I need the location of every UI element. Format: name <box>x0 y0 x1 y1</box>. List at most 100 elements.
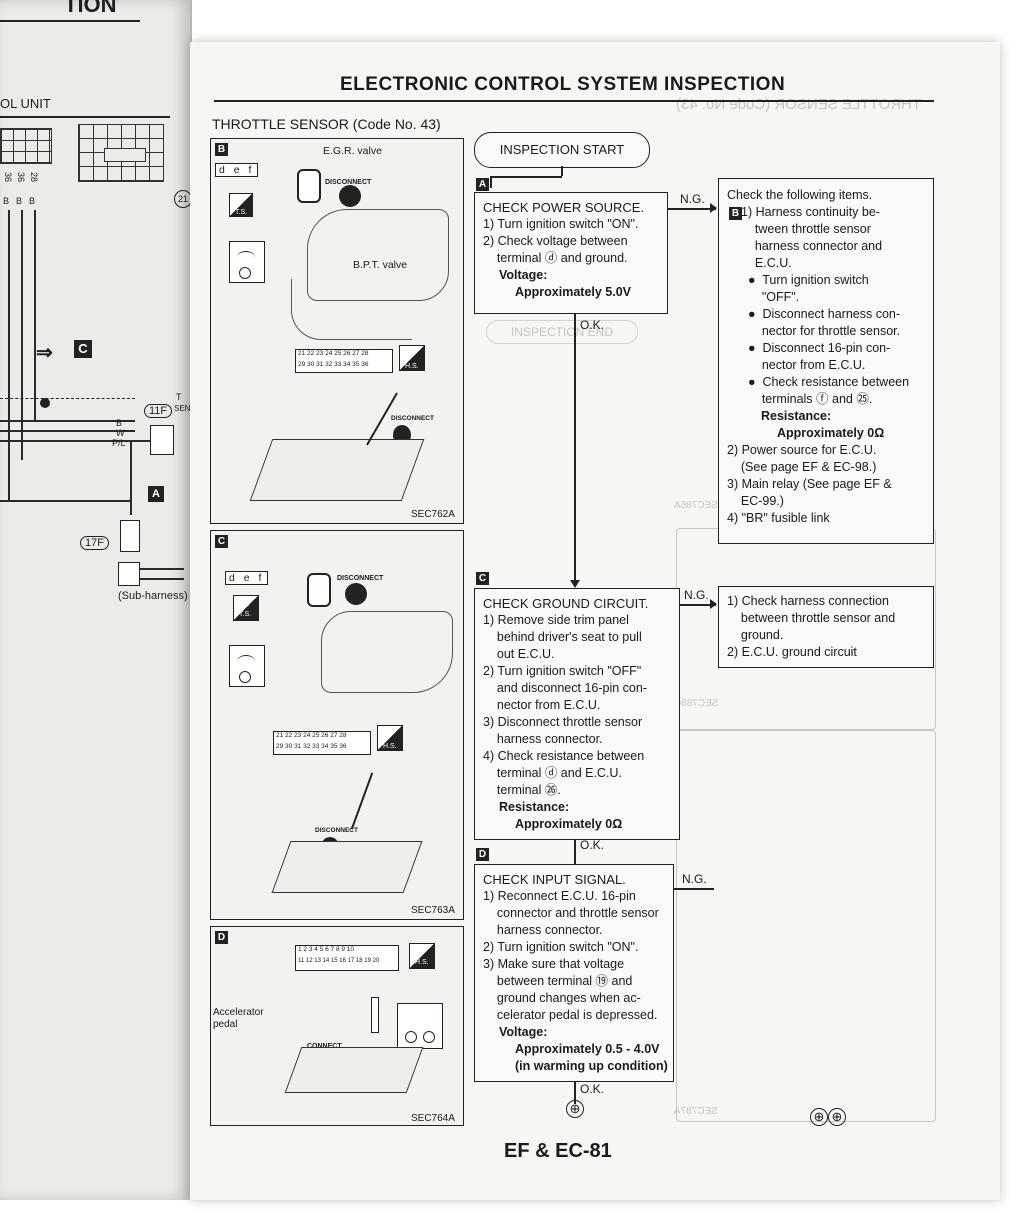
ts-label: T.S. <box>235 209 248 216</box>
step-d-box: CHECK INPUT SIGNAL. 1) Reconnect E.C.U. … <box>474 864 674 1082</box>
wire <box>140 578 184 580</box>
connector-icon <box>339 185 361 207</box>
ok-label: O.K. <box>580 318 605 332</box>
hs-icon <box>409 943 435 969</box>
terminal-labels: d e f <box>215 163 259 177</box>
wire-color-label: B <box>3 196 10 206</box>
wire <box>34 210 36 420</box>
step-d-value-note: (in warming up condition) <box>515 1059 668 1073</box>
hs-label: H.S. <box>415 959 429 966</box>
hs-label: H.S. <box>383 743 397 750</box>
terminal-symbol: ⊕ <box>828 1108 846 1126</box>
connector-17f <box>120 520 140 552</box>
bleed-through-header: THROTTLE SENSOR (Code No. 43) <box>676 96 922 113</box>
figure-panel-b: B E.G.R. valve d e f DISCONNECT T.S. B.P… <box>210 138 464 524</box>
figure-panel-d: D 1 2 3 4 5 6 7 8 9 10 11 12 13 14 15 16… <box>210 926 464 1126</box>
left-page: TION OL UNIT 21 36 36 28 B B B ⇒ C 11F B… <box>0 0 192 1200</box>
inspection-start-label: INSPECTION START <box>499 142 625 157</box>
panel-letter: D <box>215 931 228 944</box>
flow-end-terminal-symbol: ⊕ <box>566 1100 584 1118</box>
wire <box>130 440 132 515</box>
step-letter: A <box>476 178 489 191</box>
step-d-value-label: Voltage: <box>499 1025 548 1039</box>
bleed-through-code: SEC786A <box>674 500 718 511</box>
egr-valve-label: E.G.R. valve <box>323 145 382 157</box>
sensor-label: T <box>176 392 182 402</box>
connect-label: CONNECT <box>307 1043 342 1050</box>
pin-label: 36 <box>16 172 26 183</box>
step-a-value-label: Voltage: <box>499 268 548 282</box>
ecu-box-sketch <box>249 439 425 501</box>
sub-harness-connector <box>118 562 140 586</box>
service-icon <box>233 595 259 621</box>
sensor-label: SEN <box>174 404 191 413</box>
panel-letter: C <box>215 535 228 548</box>
section-title: THROTTLE SENSOR (Code No. 43) <box>212 116 441 132</box>
sub-harness-label: (Sub-harness) <box>118 590 188 602</box>
wire <box>21 210 23 460</box>
wire-color-label: B <box>16 196 23 206</box>
wire <box>0 440 165 442</box>
connector-grid-left <box>0 128 52 164</box>
circle-21-label: 21 <box>174 190 190 208</box>
service-icon <box>229 193 253 217</box>
check-items-list-2: 1) Check harness connection between thro… <box>727 594 896 659</box>
probe-icon <box>371 997 379 1033</box>
wire <box>0 500 130 502</box>
check-items-list: 1) Harness continuity be- tween throttle… <box>741 205 910 406</box>
ok-label: O.K. <box>580 838 605 852</box>
pin-row-1: 1 2 3 4 5 6 7 8 9 10 <box>298 946 355 953</box>
step-letter: B <box>729 207 742 220</box>
pin-row-2: 29 30 31 32 33 34 35 36 <box>298 361 369 368</box>
inspection-start-terminal: INSPECTION START <box>474 132 650 168</box>
right-page: THROTTLE SENSOR (Code No. 43) INSPECTION… <box>190 42 1000 1200</box>
engine-sketch <box>307 209 449 301</box>
ecu-connector-pins: 21 22 23 24 25 26 27 28 29 30 31 32 33 3… <box>273 731 371 755</box>
ng-label: N.G. <box>680 192 705 206</box>
connector-17f-label: 17F <box>80 536 109 550</box>
step-c-title: CHECK GROUND CIRCUIT. <box>483 596 649 611</box>
bleed-through-inspection-end: INSPECTION END <box>486 320 639 344</box>
step-a-instructions: 1) Turn ignition switch "ON". 2) Check v… <box>483 217 639 265</box>
ng-label: N.G. <box>682 872 707 886</box>
figure-code: SEC763A <box>411 905 455 916</box>
arrow-head <box>710 203 717 213</box>
voltmeter-icon <box>397 1003 443 1049</box>
bpt-valve-label: B.P.T. valve <box>353 259 408 271</box>
pin-row-2: 11 12 13 14 15 16 17 18 19 20 <box>298 958 380 964</box>
panel-letter: B <box>215 143 228 156</box>
check-items-value-label: Resistance: <box>761 409 832 423</box>
step-d-value: Approximately 0.5 - 4.0V <box>515 1042 660 1056</box>
arrow-head <box>570 580 580 588</box>
connector-icon <box>345 583 367 605</box>
pin-row-1: 21 22 23 24 25 26 27 28 <box>298 350 369 357</box>
terminal-symbol: ⊕ <box>810 1108 828 1126</box>
check-items-box-1: Check the following items. B 1) Harness … <box>718 178 934 544</box>
connector-key <box>104 148 146 162</box>
marker-a: A <box>148 486 164 502</box>
ng-label: N.G. <box>684 588 709 602</box>
step-c-value-label: Resistance: <box>499 800 570 814</box>
step-d-instructions: 1) Reconnect E.C.U. 16-pin connector and… <box>483 889 659 1022</box>
check-items-intro: Check the following items. <box>727 188 873 202</box>
left-heading-fragment: TION <box>64 0 117 17</box>
pin-row-1: 21 22 23 24 25 26 27 28 <box>276 732 347 739</box>
disconnect-label: DISCONNECT <box>315 827 358 834</box>
figure-panel-c: C d e f DISCONNECT T.S. 21 22 23 24 25 2… <box>210 530 464 920</box>
arrow-icon: ⇒ <box>36 342 53 364</box>
figure-code: SEC762A <box>411 509 455 520</box>
hs-icon <box>377 725 403 751</box>
sensor-connector <box>297 169 321 203</box>
engine-sketch <box>321 611 453 693</box>
page-title: ELECTRONIC CONTROL SYSTEM INSPECTION <box>340 74 786 95</box>
wire-label: P/L <box>112 438 126 448</box>
check-items-value: Approximately 0Ω <box>777 426 885 440</box>
ecu-box-sketch <box>271 841 423 893</box>
terminal-labels: d e f <box>225 571 269 585</box>
ts-label: T.S. <box>239 611 252 618</box>
connector-11f <box>150 425 174 455</box>
step-d-title: CHECK INPUT SIGNAL. <box>483 872 626 887</box>
step-c-instructions: 1) Remove side trim panel behind driver'… <box>483 613 647 797</box>
ecu-connector-pins: 21 22 23 24 25 26 27 28 29 30 31 32 33 3… <box>295 349 393 373</box>
accelerator-pedal-label: Accelerator pedal <box>213 1007 264 1030</box>
